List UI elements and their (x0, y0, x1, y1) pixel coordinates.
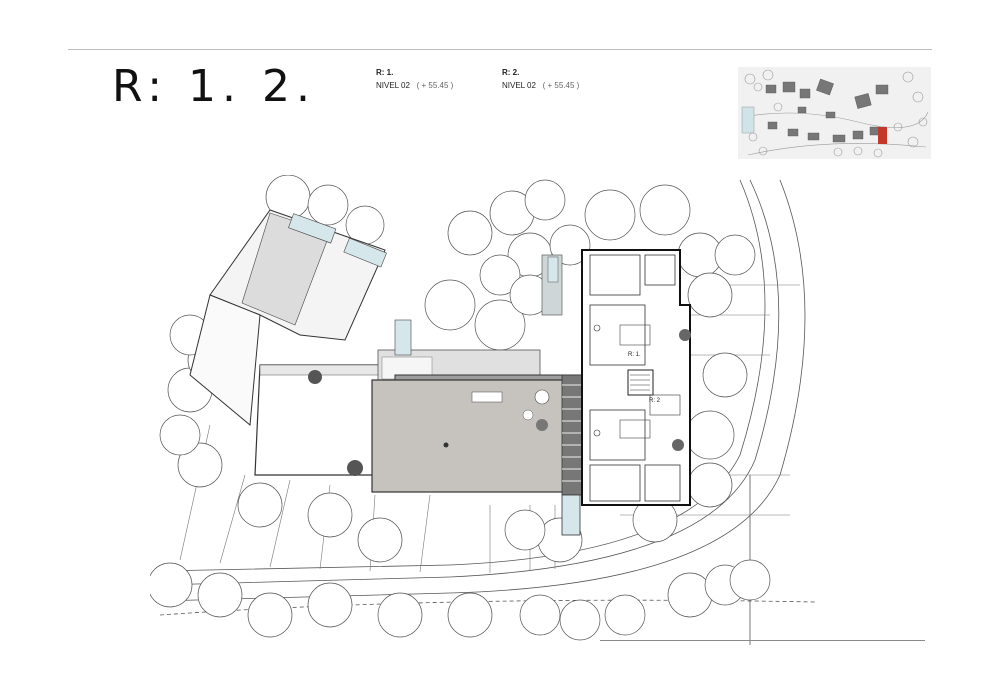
unit-r2-level: NIVEL 02 (502, 81, 536, 90)
key-map-highlight-marker (878, 127, 887, 144)
location-key-map (738, 67, 931, 159)
key-map-drawing (741, 69, 929, 158)
unit-r1-elevation: ( + 55.45 ) (416, 81, 454, 90)
plan-label-r1: R: 1. (628, 352, 641, 358)
unit-r2-name: R: 2. (502, 68, 520, 77)
unit-r1-info: R: 1. NIVEL 02 ( + 55.45 ) (376, 66, 453, 92)
unit-r1-level: NIVEL 02 (376, 81, 410, 90)
unit-r2-info: R: 2. NIVEL 02 ( + 55.45 ) (502, 66, 579, 92)
trees (147, 174, 771, 641)
unit-r1-name: R: 1. (376, 68, 394, 77)
key-map-water (741, 106, 755, 134)
floor-plan-drawing: R: 1. R: 2 (147, 174, 816, 645)
apartments-r1-r2 (581, 249, 691, 506)
header-rule (68, 49, 932, 50)
site-floor-plan: R: 1. R: 2 (147, 174, 950, 650)
unit-r2-level-line: NIVEL 02 ( + 55.45 ) (502, 79, 579, 92)
stair-strip (561, 374, 583, 536)
neighbor-villa-left (189, 209, 401, 476)
page-title: R: 1. 2. (112, 61, 316, 112)
unit-r1-level-line: NIVEL 02 ( + 55.45 ) (376, 79, 453, 92)
plan-label-r2: R: 2 (649, 398, 661, 404)
footer-rule (600, 640, 925, 641)
roof-terraces (371, 254, 588, 493)
unit-r2-elevation: ( + 55.45 ) (542, 81, 580, 90)
